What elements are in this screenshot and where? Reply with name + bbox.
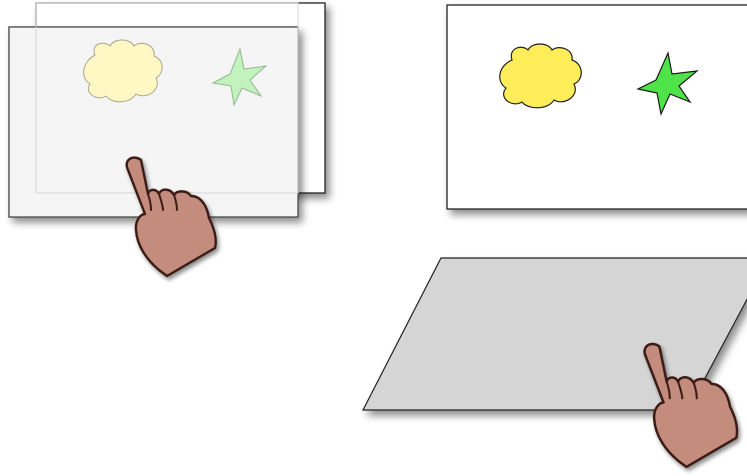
cloud-icon	[500, 44, 582, 108]
cloud-icon	[84, 40, 162, 102]
display-screen	[447, 5, 747, 209]
right-screen-and-touchpad	[363, 5, 747, 467]
left-stacked-screens	[9, 3, 325, 276]
